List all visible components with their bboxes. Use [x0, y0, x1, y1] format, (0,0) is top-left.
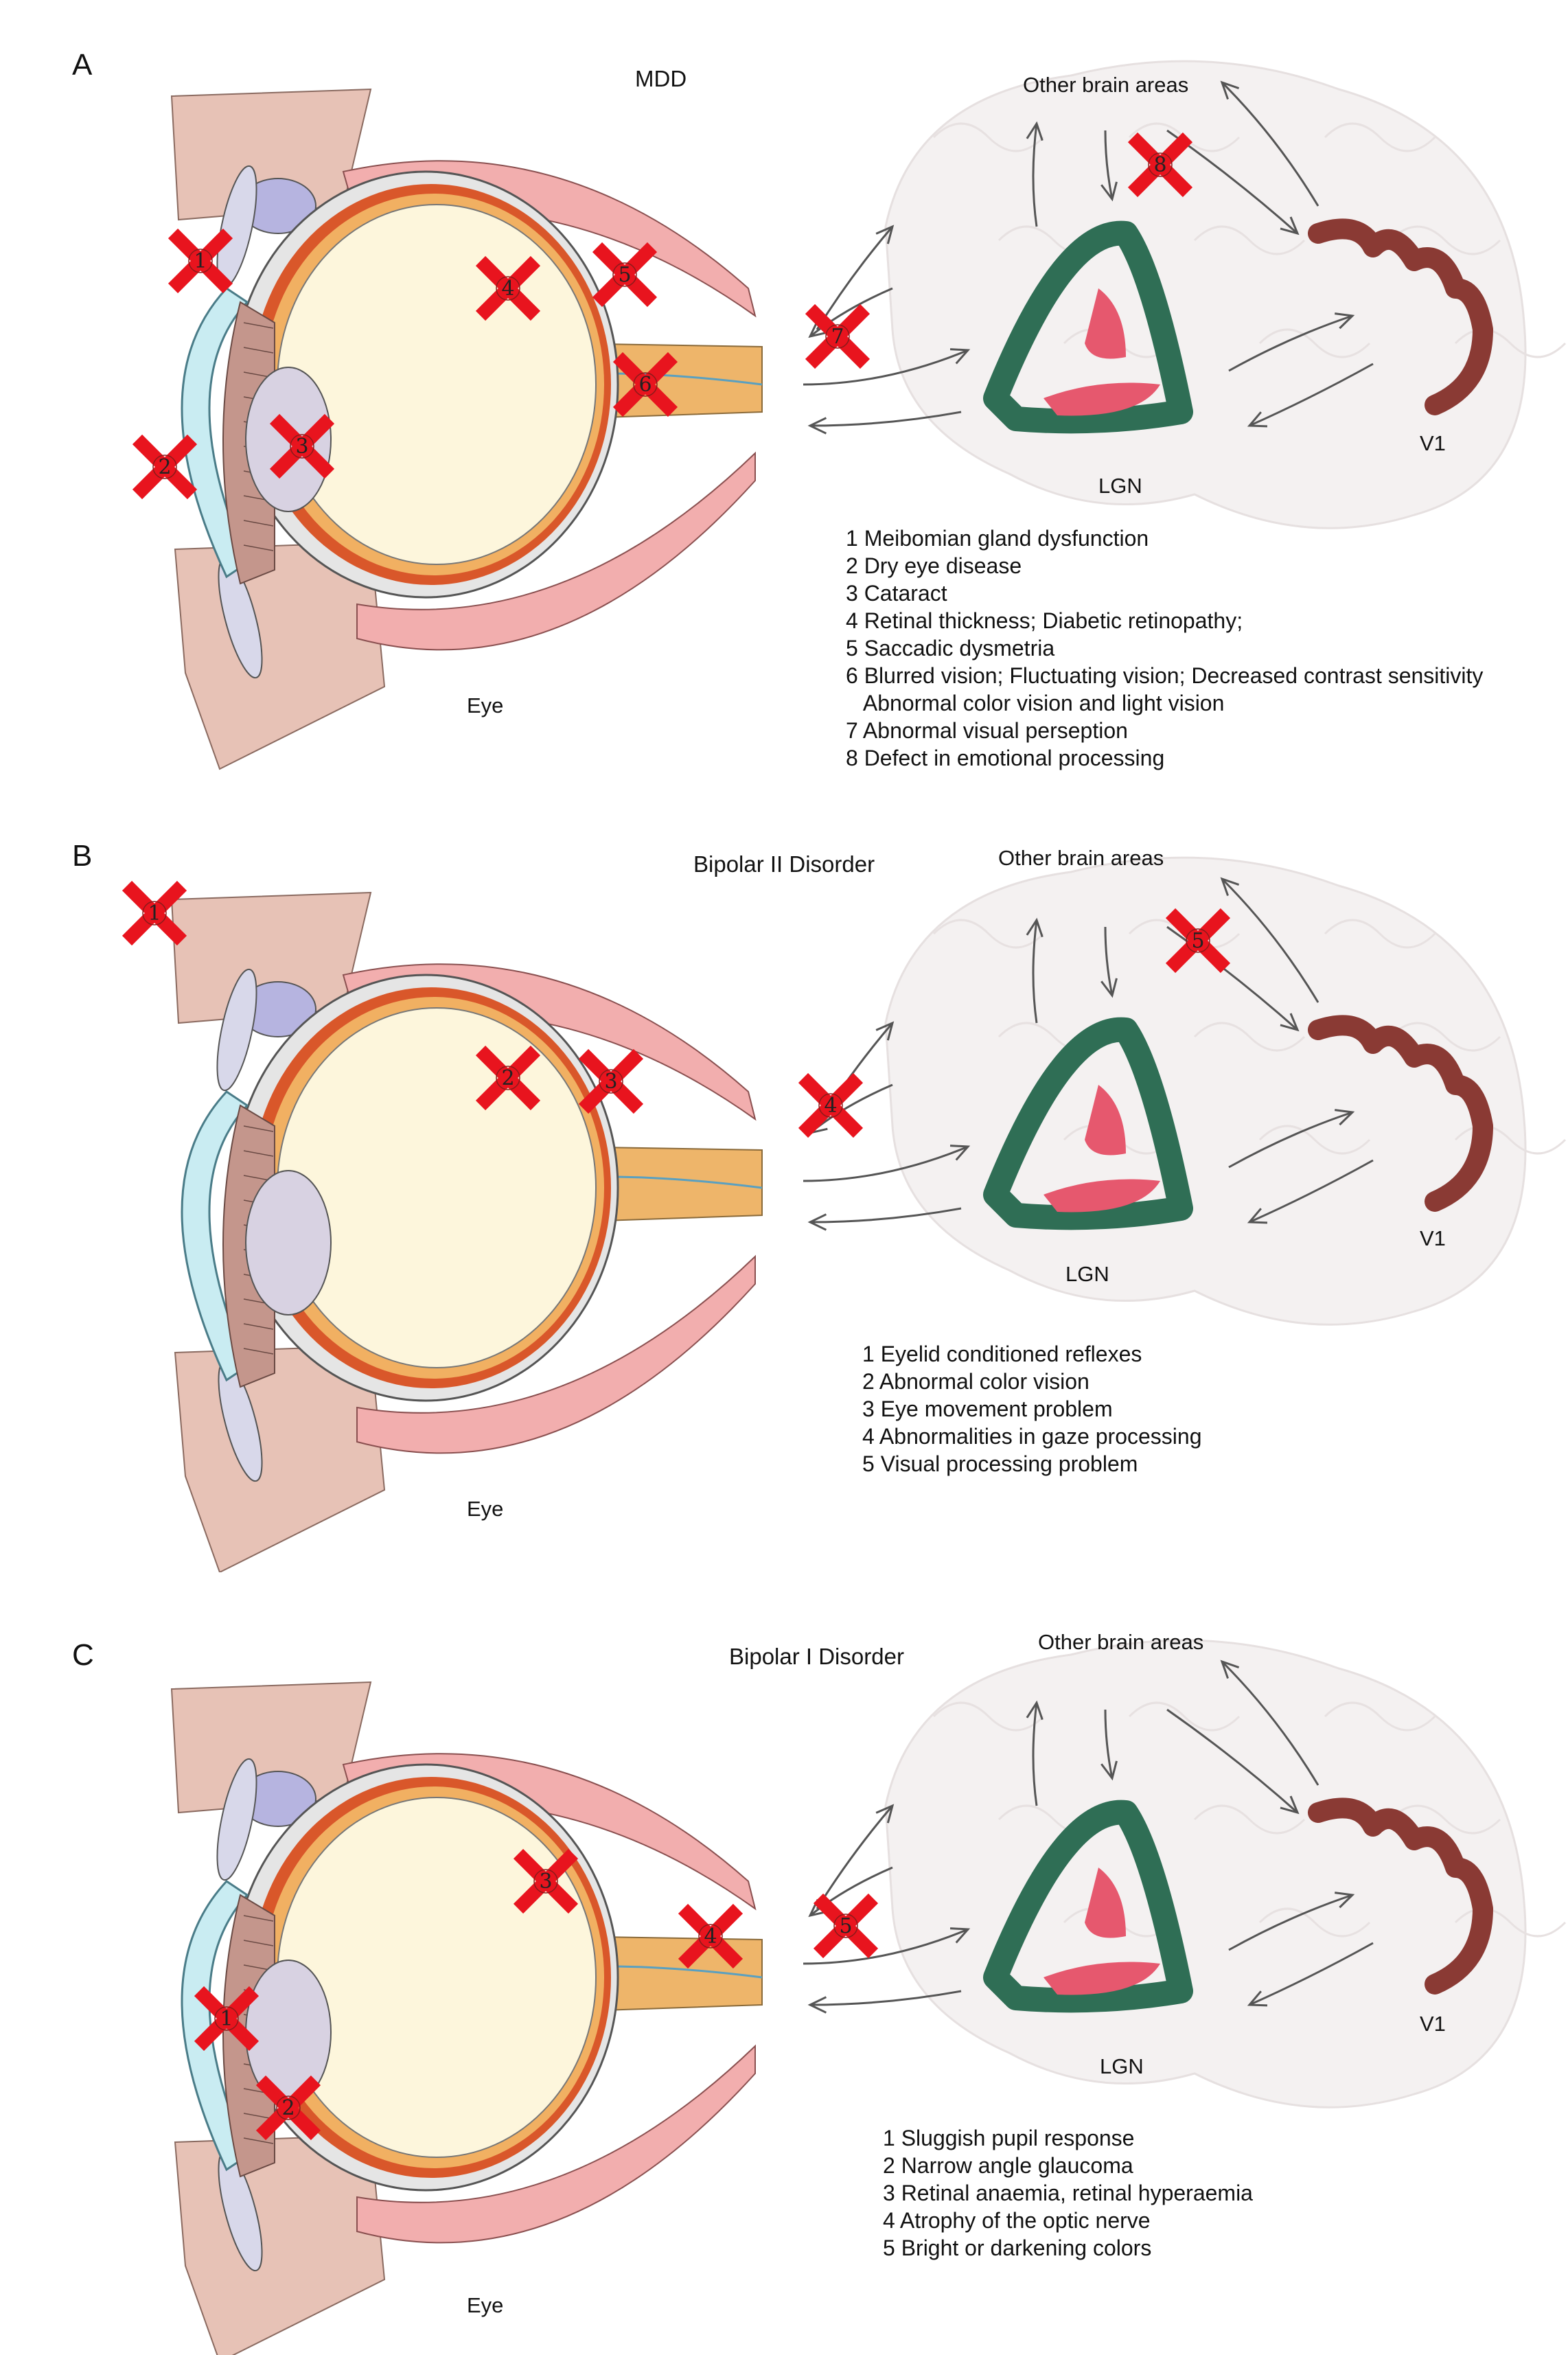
cross-marker-2: 2 — [475, 1045, 541, 1111]
marker-number: 3 — [539, 1870, 552, 1894]
legend-item: 2 Dry eye disease — [846, 553, 1022, 578]
cross-marker-3: 3 — [269, 413, 335, 479]
panel-letter: B — [72, 839, 93, 873]
cross-marker-5: 5 — [592, 242, 658, 308]
marker-number: 4 — [501, 277, 514, 301]
marker-number: 1 — [194, 249, 207, 273]
cross-marker-1: 1 — [168, 228, 233, 294]
other-brain-areas-label: Other brain areas — [1023, 73, 1189, 97]
v1-label: V1 — [1420, 431, 1446, 455]
cross-marker-8: 8 — [1127, 132, 1193, 198]
other-brain-areas-label: Other brain areas — [998, 846, 1164, 870]
legend-item: Abnormal color vision and light vision — [846, 691, 1225, 715]
marker-number: 3 — [295, 435, 308, 459]
legend-item: 1 Sluggish pupil response — [883, 2126, 1135, 2150]
eye-illustration — [170, 1681, 763, 2355]
marker-number: 8 — [1153, 153, 1166, 177]
marker-number: 1 — [148, 901, 161, 926]
panel-b: 1 2 3 4 5 B Bipolar II Disorder Other brain … — [0, 796, 1568, 1572]
legend-item: 3 Cataract — [846, 581, 947, 606]
v1-label: V1 — [1420, 2012, 1446, 2036]
cross-marker-3: 3 — [578, 1048, 644, 1114]
cross-marker-2: 2 — [255, 2075, 321, 2141]
panel-c-illustration: 1 2 3 4 5 — [170, 1639, 1567, 2355]
other-brain-areas-label: Other brain areas — [1038, 1630, 1204, 1654]
legend-item: 6 Blurred vision; Fluctuating vision; De… — [846, 663, 1484, 688]
eye-illustration — [170, 88, 763, 770]
cross-marker-1: 1 — [122, 880, 187, 946]
eye-illustration — [170, 891, 763, 1572]
lgn-label: LGN — [1098, 474, 1142, 498]
legend-item: 4 Retinal thickness; Diabetic retinopath… — [846, 608, 1243, 633]
cross-marker-4: 4 — [678, 1903, 743, 1969]
cross-marker-1: 1 — [194, 1986, 260, 2052]
legend-item: 2 Narrow angle glaucoma — [883, 2153, 1133, 2178]
cross-marker-5: 5 — [1165, 908, 1231, 974]
panel-letter: C — [72, 1638, 94, 1672]
panel-b-illustration: 1 2 3 4 5 — [122, 856, 1567, 1572]
brain-illustration — [803, 856, 1567, 1326]
legend-item: 5 Saccadic dysmetria — [846, 636, 1055, 660]
legend-item: 1 Meibomian gland dysfunction — [846, 526, 1149, 551]
marker-number: 2 — [501, 1066, 514, 1090]
cross-marker-3: 3 — [513, 1848, 579, 1914]
legend-item: 4 Atrophy of the optic nerve — [883, 2208, 1151, 2233]
legend-item: 2 Abnormal color vision — [862, 1369, 1089, 1394]
marker-number: 5 — [618, 263, 631, 287]
legend-item: 7 Abnormal visual perseption — [846, 718, 1128, 743]
panel-title: MDD — [635, 66, 687, 91]
legend-item: 5 Visual processing problem — [862, 1451, 1138, 1476]
legend-item: 3 Retinal anaemia, retinal hyperaemia — [883, 2181, 1253, 2205]
eye-label: Eye — [467, 693, 504, 717]
marker-number: 4 — [704, 1925, 717, 1949]
marker-number: 2 — [158, 455, 171, 479]
cross-marker-6: 6 — [612, 352, 678, 417]
eye-label: Eye — [467, 1497, 504, 1521]
brain-illustration — [803, 1639, 1567, 2109]
cross-marker-7: 7 — [805, 303, 871, 369]
cross-marker-2: 2 — [132, 434, 198, 500]
eye-label: Eye — [467, 2293, 504, 2317]
panel-letter: A — [72, 48, 93, 82]
legend-item: 1 Eyelid conditioned reflexes — [862, 1342, 1142, 1366]
cross-marker-4: 4 — [798, 1072, 864, 1138]
panel-title: Bipolar I Disorder — [729, 1644, 904, 1669]
marker-number: 1 — [220, 2007, 233, 2031]
marker-number: 5 — [1191, 929, 1204, 953]
brain-illustration — [803, 60, 1567, 529]
marker-number: 4 — [824, 1094, 837, 1118]
legend-item: 8 Defect in emotional processing — [846, 746, 1165, 770]
marker-number: 3 — [604, 1070, 617, 1094]
marker-number: 7 — [831, 325, 844, 349]
marker-number: 6 — [638, 373, 652, 397]
panel-a-illustration: 1 2 3 4 5 6 7 8 — [132, 60, 1567, 770]
lgn-label: LGN — [1065, 1262, 1109, 1286]
legend-item: 5 Bright or darkening colors — [883, 2236, 1152, 2260]
legend-item: 4 Abnormalities in gaze processing — [862, 1424, 1202, 1449]
marker-number: 5 — [839, 1914, 852, 1938]
cross-marker-5: 5 — [813, 1893, 879, 1959]
legend-list: 1 Sluggish pupil response 2 Narrow angle … — [883, 2124, 1253, 2262]
legend-item: 3 Eye movement problem — [862, 1397, 1113, 1421]
panel-c: 1 2 3 4 5 C Bipolar I Disorder Other brain a… — [0, 1579, 1568, 2355]
panel-title: Bipolar II Disorder — [693, 851, 875, 877]
v1-label: V1 — [1420, 1226, 1446, 1250]
lgn-label: LGN — [1100, 2054, 1144, 2078]
legend-list: 1 Eyelid conditioned reflexes 2 Abnormal … — [862, 1340, 1202, 1478]
marker-number: 2 — [281, 2096, 295, 2120]
cross-marker-4: 4 — [475, 255, 541, 321]
